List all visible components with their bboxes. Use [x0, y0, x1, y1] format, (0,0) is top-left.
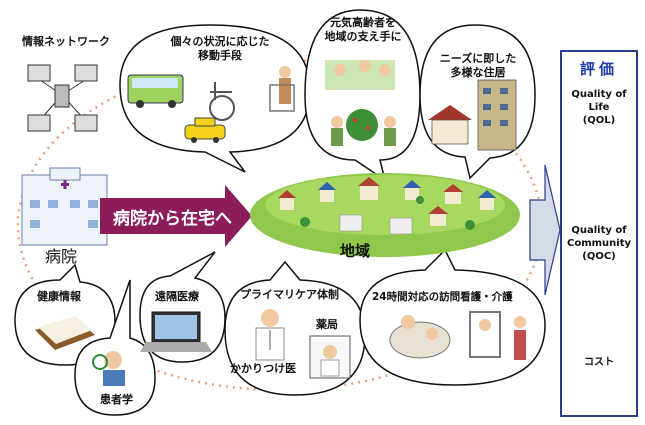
pharmacist-icon: [309, 335, 351, 379]
laptop-icon: [140, 311, 212, 352]
patient-study-bubble: [74, 279, 156, 416]
hospital-label: 病院: [45, 247, 78, 266]
home-nursing-label: 24時間対応の訪問看護・介護: [372, 291, 513, 303]
bus-icon: [127, 74, 184, 108]
telemedicine-label: 遠隔医療: [155, 290, 199, 303]
home-nursing-icon: [389, 311, 526, 360]
town-illustration: [250, 173, 520, 257]
elderly-label: 元気高齢者を 地域の支え手に: [312, 16, 414, 44]
elderly-label-line2: 地域の支え手に: [324, 30, 402, 43]
mobility-label-line2: 移動手段: [198, 49, 242, 62]
evaluation-panel: 評価 Quality of Life (QOL) Quality of Comm…: [560, 50, 638, 417]
qol-line3: (QOL): [582, 115, 616, 126]
qoc-label: Quality of Community (QOC): [562, 224, 636, 263]
housing-label-line2: 多様な住居: [450, 66, 506, 79]
qol-line2: Life: [588, 102, 610, 113]
region-label: 地域: [340, 242, 371, 260]
wheelchair-icon: [209, 82, 235, 121]
evaluation-arrow: [529, 164, 561, 296]
qoc-line3: (QOC): [582, 251, 616, 262]
family-doctor-label: かかりつけ医: [230, 362, 297, 375]
network-label: 情報ネットワーク: [22, 35, 110, 48]
health-info-label: 健康情報: [37, 290, 81, 303]
qoc-line1: Quality of: [571, 225, 627, 236]
pharmacy-label: 薬局: [316, 318, 338, 331]
elderly-label-line1: 元気高齢者を: [330, 16, 396, 29]
housing-label: ニーズに即した 多様な住居: [428, 52, 528, 80]
elderly-volunteers-icon: [325, 60, 396, 146]
cost-label: コスト: [584, 357, 614, 368]
taxi-icon: [184, 117, 226, 143]
housing-label-line1: ニーズに即した: [439, 52, 517, 65]
arrow-label: 病院から在宅へ: [113, 209, 232, 229]
mobility-label: 個々の状況に応じた 移動手段: [165, 35, 275, 63]
book-icon: [35, 316, 95, 350]
primary-care-label: プライマリケア体制: [240, 288, 339, 301]
walker-elderly-icon: [269, 66, 295, 112]
qol-label: Quality of Life (QOL): [562, 88, 636, 127]
qol-line1: Quality of: [571, 89, 627, 100]
qoc-line2: Community: [566, 238, 631, 249]
hospital-icon: [21, 167, 108, 246]
housing-icon: [428, 79, 517, 151]
evaluation-title: 評価: [579, 60, 618, 78]
patient-reader-icon: [92, 351, 125, 386]
mobility-label-line1: 個々の状況に応じた: [170, 35, 270, 48]
patient-study-label: 患者学: [100, 393, 133, 406]
hospital-to-home-arrow: [100, 185, 252, 247]
doctor-icon: [255, 309, 285, 361]
network-icon: [27, 64, 98, 132]
